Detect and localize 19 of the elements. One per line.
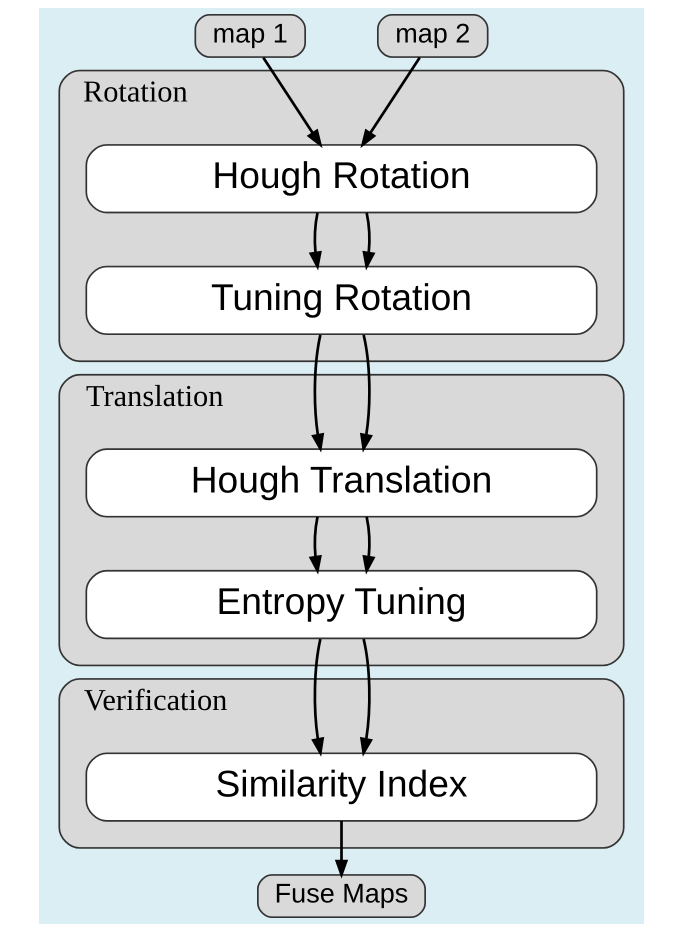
arrow [310,334,324,453]
arrow [359,334,372,453]
node-box: Hough Translation [84,448,598,518]
arrow [334,821,348,879]
node-box: Tuning Rotation [84,266,598,336]
arrow [360,56,420,148]
node-box: Similarity Index [84,752,598,822]
arrow [308,212,322,270]
arrow [308,516,322,575]
arrow [262,56,322,148]
node-box: map 2 [376,14,488,58]
node-box: Entropy Tuning [84,570,598,640]
node-box: Fuse Maps [256,874,426,918]
node-box: map 1 [194,14,306,58]
arrow [359,638,372,757]
arrow [362,212,375,270]
node-box: Hough Rotation [84,144,598,214]
arrow [310,638,324,757]
arrow [362,516,375,575]
